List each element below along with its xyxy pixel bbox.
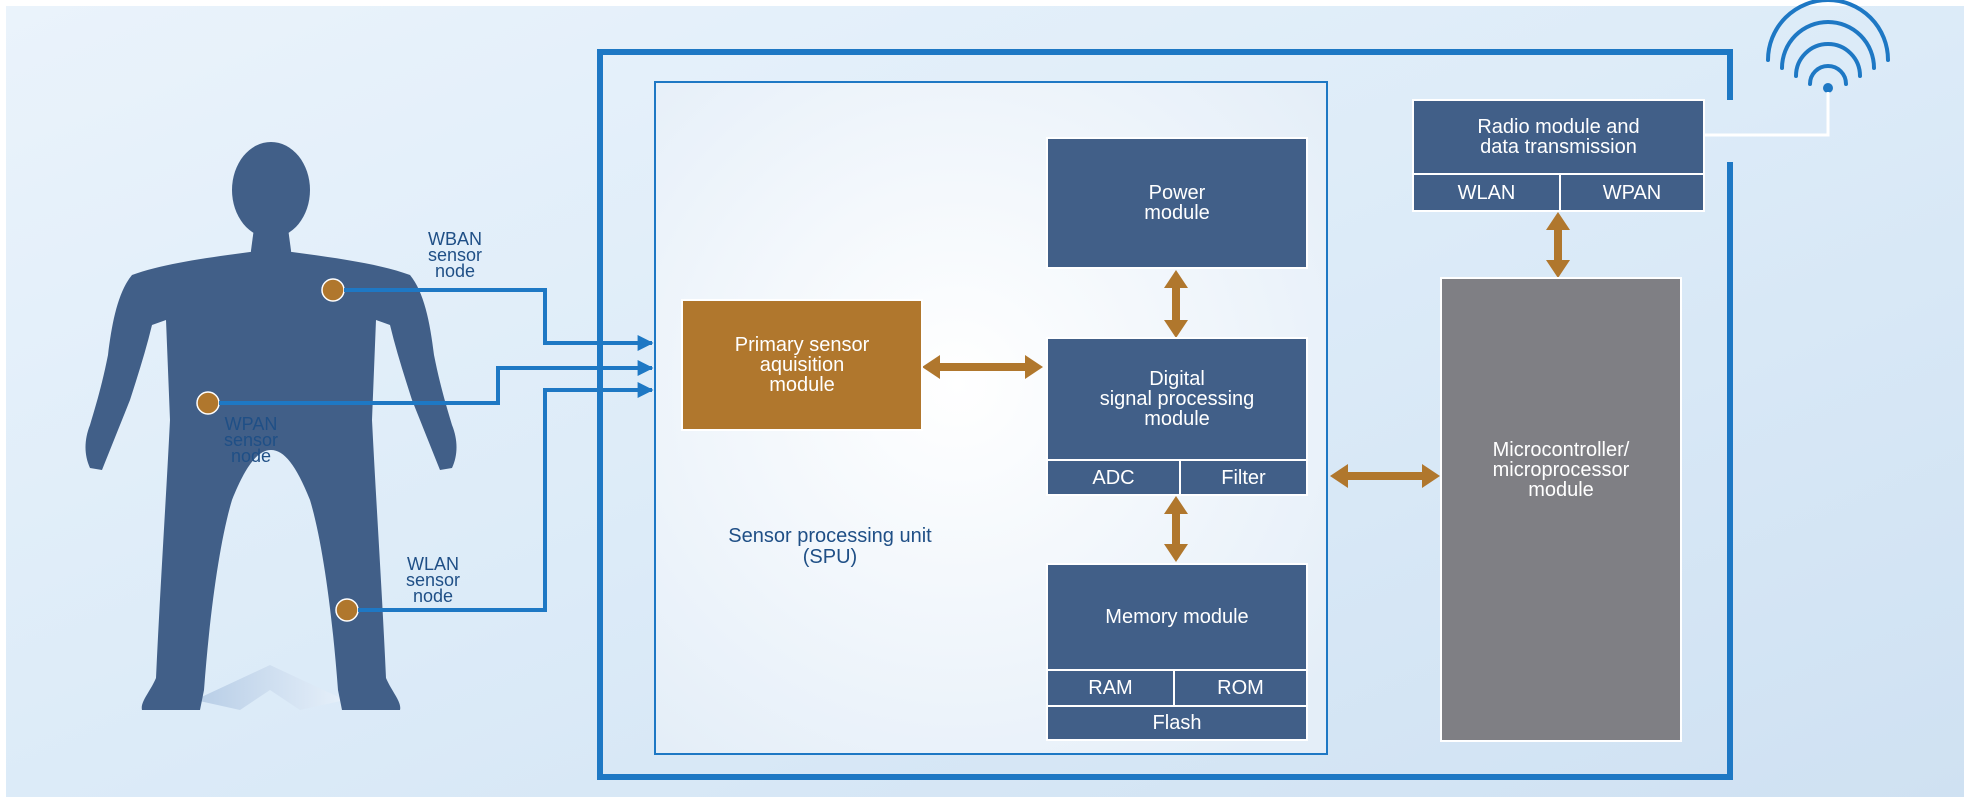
wifi-signal-icon (1766, 0, 1890, 86)
power-block (1046, 137, 1308, 269)
dsp-block (1046, 337, 1308, 461)
radio-wlan-cell (1412, 173, 1561, 212)
ram-label: RAM (1088, 677, 1133, 699)
orange-arrows (922, 212, 1570, 562)
arrow-primary-dsp (922, 355, 1043, 379)
filter-cell (1179, 459, 1308, 496)
memory-block (1046, 563, 1308, 671)
memory-label: Memory module (1105, 606, 1249, 628)
primary-sensor-label: Primary sensor aquisition module (734, 334, 870, 396)
radio-wlan-label: WLAN (1457, 181, 1516, 204)
micro-label: Microcontroller/ microprocessor module (1492, 439, 1630, 501)
human-silhouette-icon (85, 142, 457, 710)
wban-node-label: WBAN sensor node (427, 229, 483, 281)
module-blocks (681, 99, 1705, 742)
power-label: Power module (1144, 182, 1210, 224)
micro-block (1440, 277, 1682, 742)
radio-wpan-cell (1559, 173, 1705, 212)
spu-label: Sensor processing unit (SPU) (728, 525, 932, 568)
dsp-label: Digital signal processing module (1099, 368, 1255, 430)
arrow-radio-micro (1546, 212, 1570, 278)
antenna-dot (1823, 83, 1833, 93)
primary-sensor-block (681, 299, 923, 431)
flash-label: Flash (1152, 712, 1202, 734)
flash-cell (1046, 705, 1308, 741)
wpan-sensor-dot (196, 391, 220, 415)
wpan-node-label: WPAN sensor node (223, 414, 279, 466)
filter-label: Filter (1221, 466, 1266, 489)
antenna-line (1704, 92, 1830, 137)
radio-label: Radio module and data transmission (1477, 116, 1640, 158)
wlan-node-label: WLAN sensor node (405, 554, 461, 606)
rom-cell (1173, 669, 1308, 707)
wpan-connector (219, 360, 654, 405)
arrow-dsp-micro (1330, 464, 1440, 488)
arrow-power-dsp (1164, 270, 1188, 338)
radio-wpan-label: WPAN (1602, 181, 1662, 204)
wlan-sensor-dot (335, 598, 359, 622)
adc-label: ADC (1092, 466, 1135, 489)
rom-label: ROM (1217, 677, 1264, 699)
wban-sensor-dot (321, 278, 345, 302)
adc-cell (1046, 459, 1181, 496)
radio-block (1412, 99, 1705, 175)
arrow-dsp-memory (1164, 496, 1188, 562)
system-frame (597, 49, 1733, 780)
